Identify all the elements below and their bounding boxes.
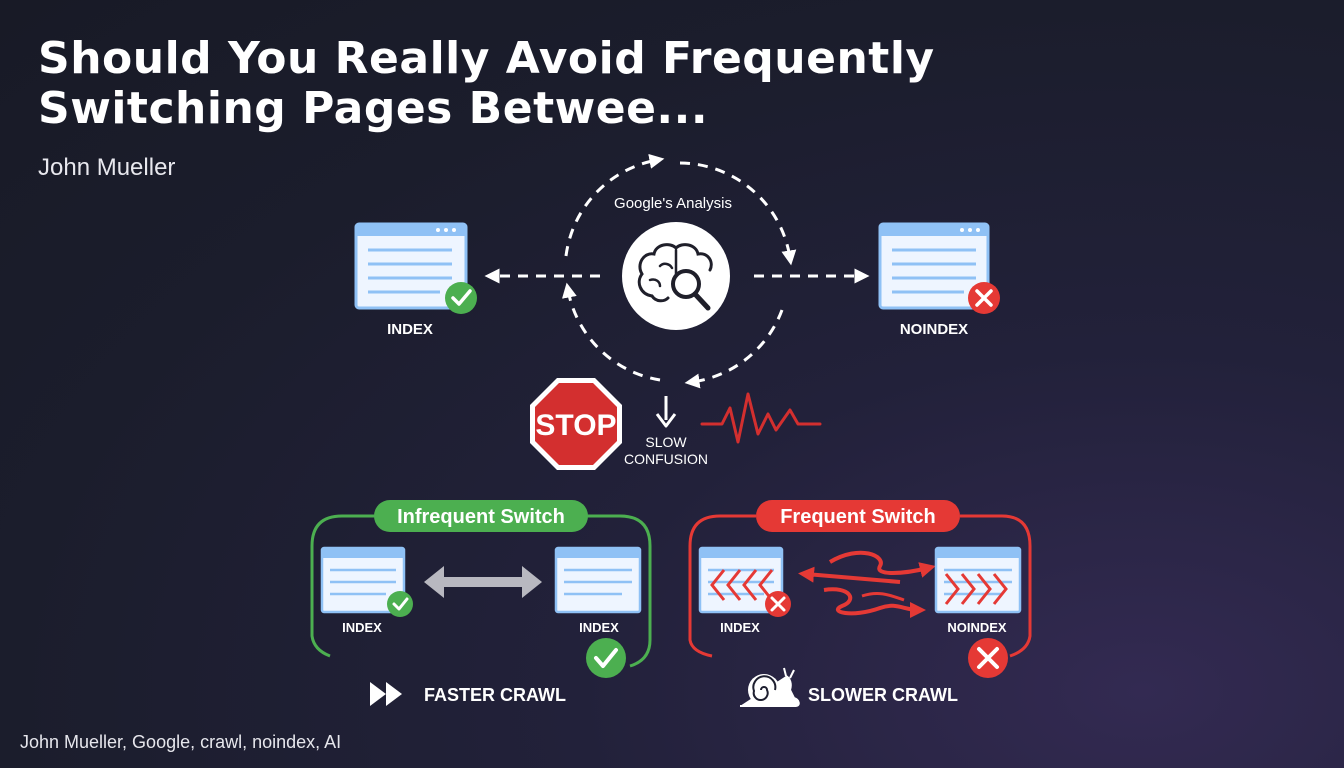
heartbeat-line-icon bbox=[700, 392, 822, 444]
noindex-label: NOINDEX bbox=[900, 321, 968, 338]
cross-icon bbox=[968, 282, 1000, 314]
cycle-label: Google's Analysis bbox=[614, 195, 732, 212]
index-label: INDEX bbox=[387, 321, 433, 338]
infrequent-left-label: INDEX bbox=[342, 620, 382, 635]
stop-sign-icon: STOP bbox=[530, 378, 622, 470]
author-name: John Mueller bbox=[38, 154, 176, 181]
confusion-text: CONFUSION bbox=[624, 451, 708, 467]
brain-magnifier-icon bbox=[622, 222, 730, 330]
infrequent-right-label: INDEX bbox=[579, 620, 619, 635]
frequent-switch-panel: Frequent Switch INDEX bbox=[688, 500, 1032, 678]
tangled-arrows-icon bbox=[798, 550, 936, 618]
large-check-icon bbox=[586, 638, 626, 678]
infrequent-switch-panel: Infrequent Switch INDEX INDEX bbox=[310, 500, 652, 678]
check-icon bbox=[387, 591, 413, 617]
title-line-2: Switching Pages Betwee... bbox=[38, 83, 709, 134]
large-cross-icon bbox=[968, 638, 1008, 678]
footer-tags: John Mueller, Google, crawl, noindex, AI bbox=[20, 732, 342, 752]
slower-crawl-label: SLOWER CRAWL bbox=[808, 685, 958, 705]
faster-crawl-label: FASTER CRAWL bbox=[424, 685, 566, 705]
noindex-page-icon bbox=[878, 222, 990, 310]
infrequent-switch-title: Infrequent Switch bbox=[397, 506, 565, 528]
check-icon bbox=[445, 282, 477, 314]
frequent-right-label: NOINDEX bbox=[947, 620, 1007, 635]
page-title: Should You Really Avoid Frequently Switc… bbox=[38, 34, 935, 134]
cross-icon bbox=[765, 591, 791, 617]
title-line-1: Should You Really Avoid Frequently bbox=[38, 33, 935, 84]
analysis-cycle: Google's Analysis bbox=[562, 153, 797, 389]
slow-text: SLOW bbox=[645, 434, 687, 450]
index-page-icon bbox=[354, 222, 468, 310]
cycle-arc-top-left bbox=[564, 153, 665, 257]
frequent-left-label: INDEX bbox=[720, 620, 760, 635]
cycle-arc-bottom-right bbox=[684, 309, 784, 389]
snail-icon bbox=[740, 667, 800, 707]
cycle-arc-top-right bbox=[679, 161, 797, 266]
double-arrow-icon bbox=[424, 566, 542, 598]
infrequent-index-page-icon bbox=[320, 546, 406, 614]
frequent-noindex-page-icon bbox=[934, 546, 1022, 614]
frequent-switch-title: Frequent Switch bbox=[780, 506, 936, 528]
frequent-index-page-icon bbox=[698, 546, 784, 614]
stop-sign-text: STOP bbox=[535, 409, 616, 442]
down-arrow-icon bbox=[655, 396, 677, 428]
fast-forward-icon bbox=[370, 682, 402, 706]
infrequent-index-page-icon-2 bbox=[554, 546, 642, 614]
